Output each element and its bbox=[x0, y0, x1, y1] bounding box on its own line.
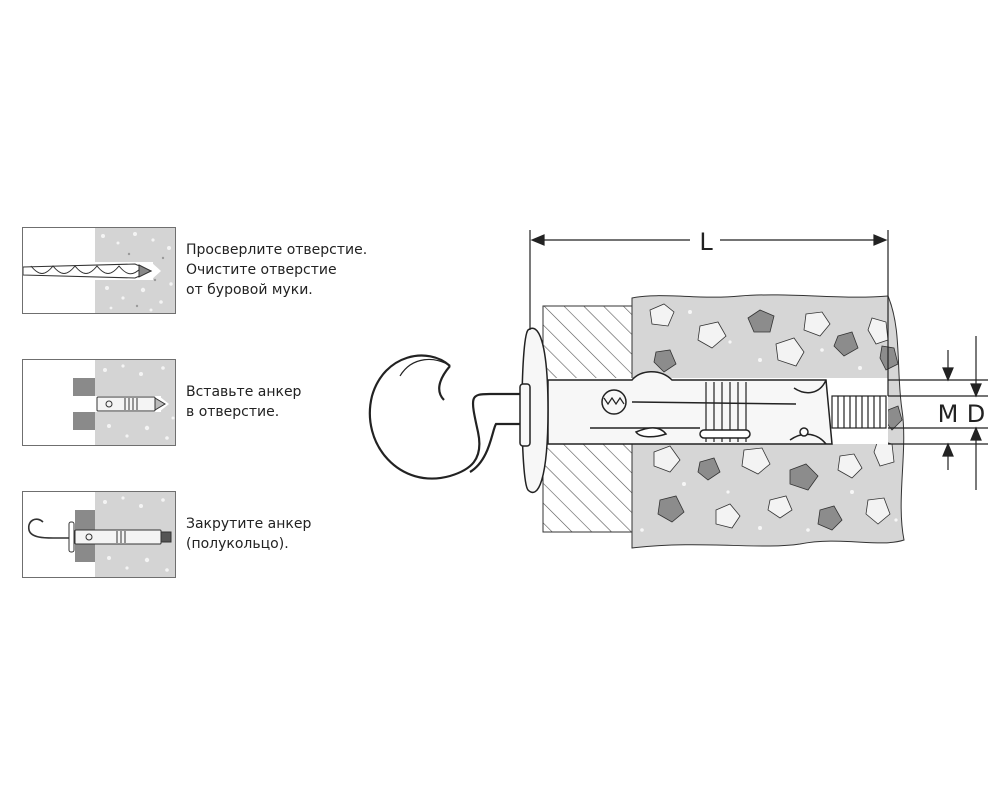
step-1-line-1: Просверлите отверстие. bbox=[186, 242, 368, 258]
thread-diameter-dimension bbox=[888, 336, 988, 490]
anchor-body bbox=[96, 396, 166, 412]
step-3-line-2: (полукольцо). bbox=[186, 536, 289, 552]
step-1-text: Просверлите отверстие. Очистите отверсти… bbox=[186, 240, 386, 300]
step-2-line-2: в отверстие. bbox=[186, 404, 280, 420]
threaded-rod bbox=[831, 395, 887, 429]
hook-icon bbox=[368, 354, 522, 480]
step-3-panel bbox=[22, 491, 176, 578]
length-dimension bbox=[529, 230, 889, 396]
anchor-body bbox=[74, 529, 172, 545]
concrete-specks bbox=[101, 232, 173, 312]
length-label: L bbox=[699, 228, 713, 256]
drill-bit bbox=[23, 263, 153, 279]
screw-hook-illustration bbox=[27, 492, 175, 577]
step-2-text: Вставьте анкер в отверстие. bbox=[186, 382, 386, 422]
step-2-panel bbox=[22, 359, 176, 446]
step-1-line-2: Очистите отверстие bbox=[186, 262, 337, 278]
diameter-label: D bbox=[967, 400, 985, 428]
thread-label: M bbox=[938, 400, 959, 428]
step-1-panel bbox=[22, 227, 176, 314]
hook-icon bbox=[27, 518, 71, 539]
step-1-line-3: от буровой муки. bbox=[186, 282, 313, 298]
concrete-fine-specks bbox=[640, 310, 898, 532]
step-3-text: Закрутите анкер (полукольцо). bbox=[186, 514, 386, 554]
step-2-line-1: Вставьте анкер bbox=[186, 384, 302, 400]
concrete-aggregate bbox=[649, 303, 903, 531]
anchor-sleeve bbox=[547, 371, 833, 445]
insert-anchor-illustration bbox=[73, 360, 175, 445]
drill-hole-illustration bbox=[23, 228, 175, 313]
step-3-line-1: Закрутите анкер bbox=[186, 516, 312, 532]
